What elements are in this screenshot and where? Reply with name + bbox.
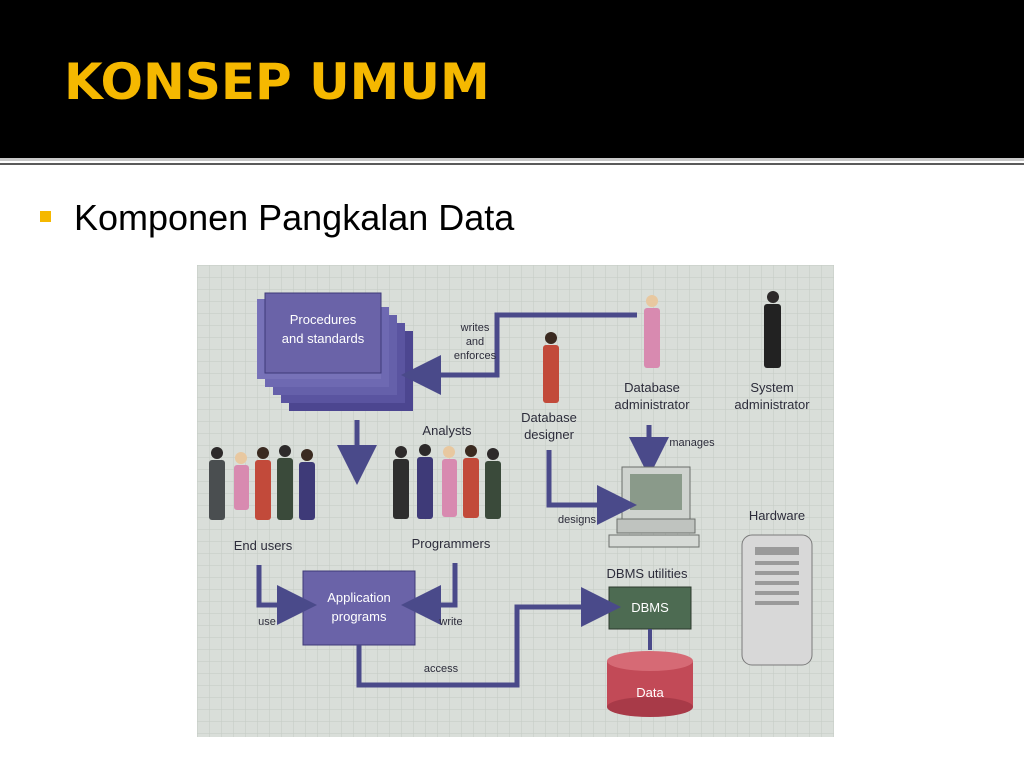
- programmers-label: Programmers: [412, 536, 491, 551]
- dbms-utilities-label: DBMS utilities: [607, 566, 688, 581]
- application-programs-box: Application programs: [302, 570, 416, 646]
- title-divider-dark: [0, 163, 1024, 165]
- and-label: and: [466, 336, 484, 348]
- title-divider: [0, 158, 1024, 161]
- procedures-stack: Procedures and standards: [257, 292, 413, 411]
- app-programs-label-1: Application: [327, 590, 391, 605]
- designer-label-2: designer: [524, 427, 575, 442]
- write-label: write: [438, 616, 462, 628]
- data-cylinder: Data: [607, 651, 693, 717]
- analysts-label: Analysts: [422, 423, 472, 438]
- database-designer-figure: [543, 332, 559, 403]
- hardware-label: Hardware: [749, 508, 805, 523]
- dbms-box: DBMS: [608, 586, 692, 630]
- sysadmin-label-2: administrator: [734, 397, 810, 412]
- end-users-label: End users: [234, 538, 293, 553]
- programmers-group: [393, 444, 501, 519]
- data-label: Data: [636, 685, 664, 700]
- dba-label-1: Database: [624, 380, 680, 395]
- designs-label: designs: [558, 514, 596, 526]
- use-arrow: [256, 565, 317, 625]
- write-arrow: [401, 563, 458, 625]
- bullet-marker: [40, 211, 51, 222]
- dba-label-2: administrator: [614, 397, 690, 412]
- bullet-text: Komponen Pangkalan Data: [74, 197, 515, 238]
- slide-title: KONSEP UMUM: [64, 53, 490, 111]
- use-label: use: [258, 616, 276, 628]
- writes-label: writes: [460, 322, 490, 334]
- writes-enforces-arrow: [401, 312, 637, 395]
- computer-figure: [608, 466, 700, 548]
- access-label: access: [424, 663, 459, 675]
- enforces-label: enforces: [454, 350, 497, 362]
- procedures-label-1: Procedures: [290, 312, 357, 327]
- manages-label: manages: [669, 437, 715, 449]
- database-administrator-figure: [644, 295, 660, 368]
- procedures-label-2: and standards: [282, 331, 365, 346]
- designer-label-1: Database: [521, 410, 577, 425]
- sysadmin-label-1: System: [750, 380, 793, 395]
- dbms-label: DBMS: [631, 600, 669, 615]
- app-programs-label-2: programs: [332, 609, 387, 624]
- designs-arrow: [546, 450, 637, 525]
- system-administrator-figure: [764, 291, 781, 368]
- database-components-diagram: Procedures and standards writes and enfo…: [197, 265, 834, 737]
- end-users-group: [209, 445, 315, 520]
- hardware-server: [741, 534, 813, 666]
- title-bar: KONSEP UMUM: [0, 0, 1024, 158]
- access-arrow: [356, 587, 621, 688]
